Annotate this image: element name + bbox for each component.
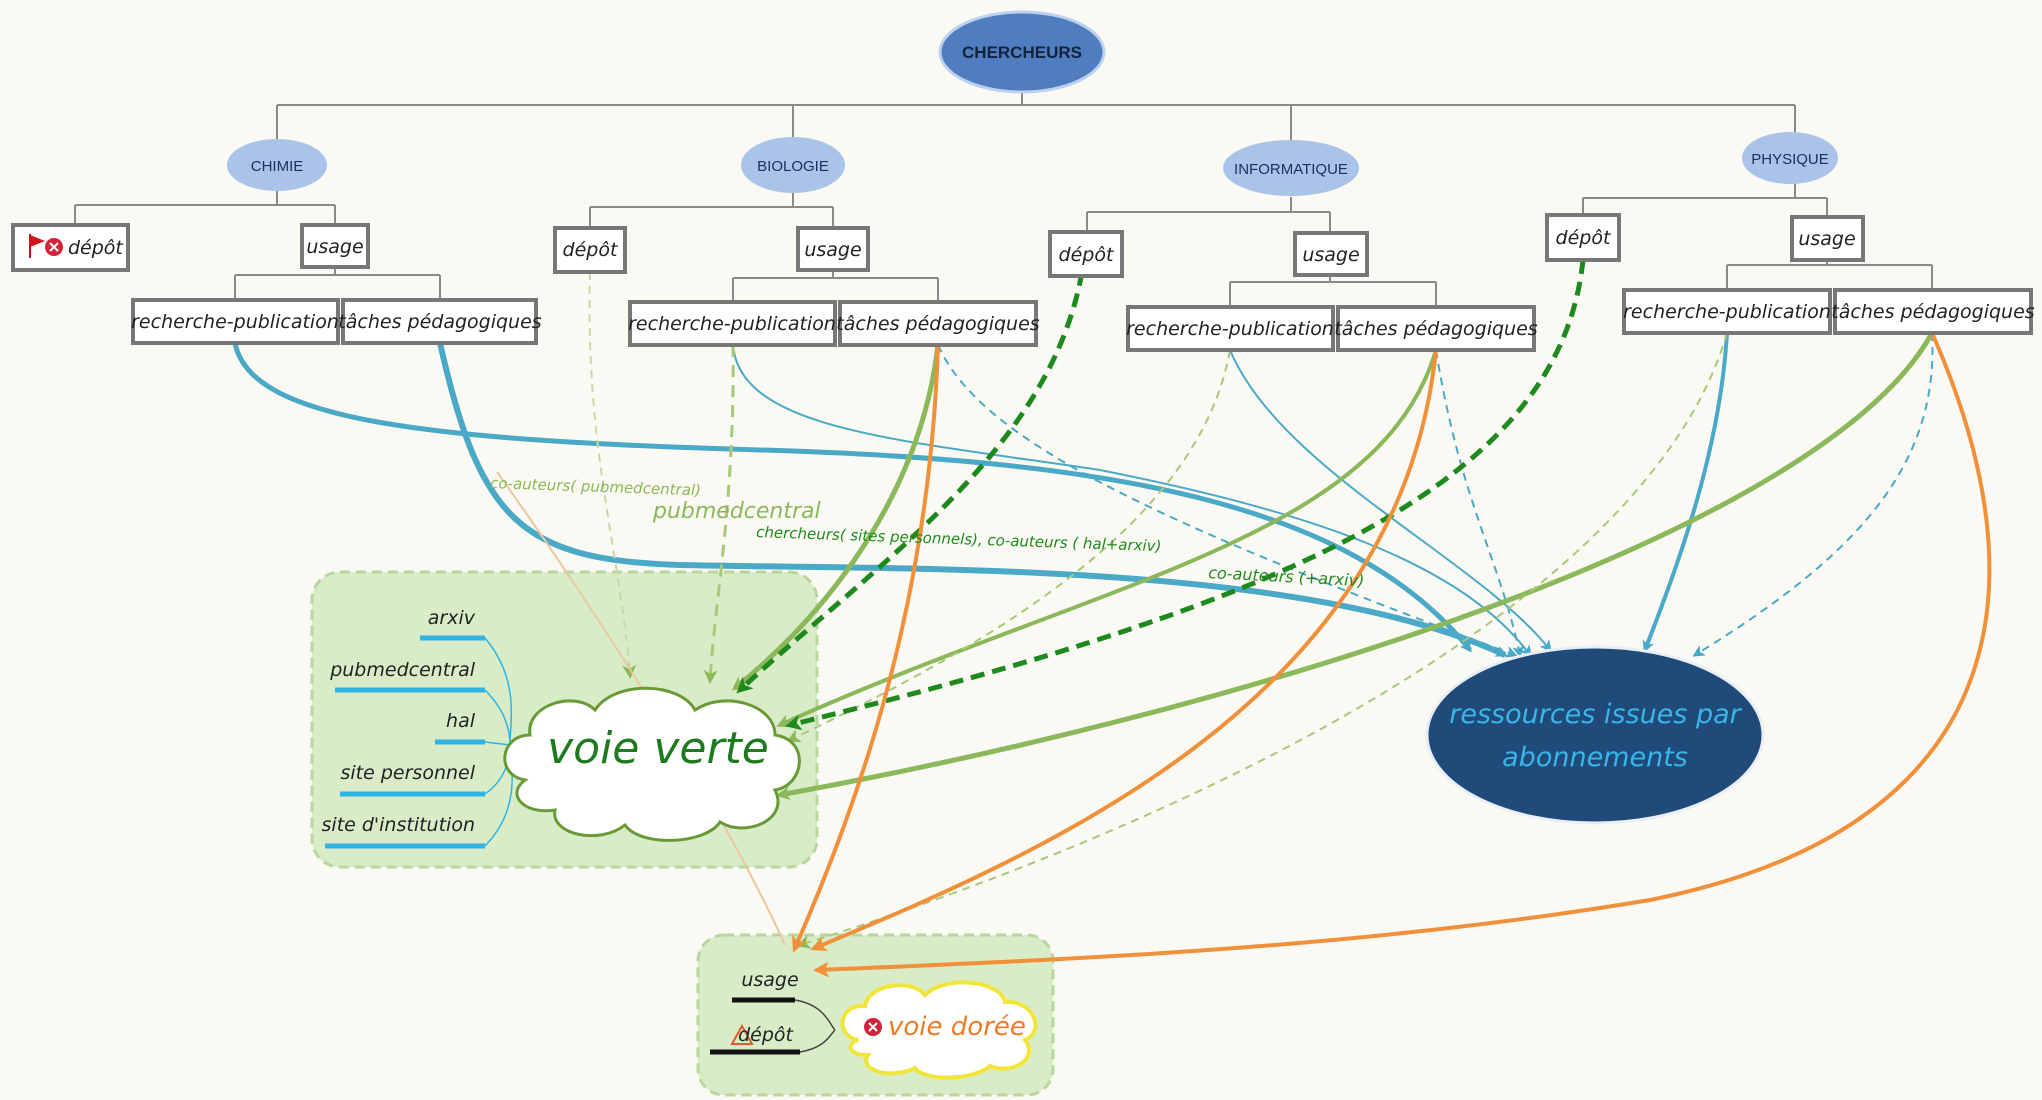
discipline-biologie[interactable]: BIOLOGIE — [741, 137, 845, 193]
ressources-node[interactable]: ressources issues par abonnements — [1425, 645, 1765, 825]
discipline-physique[interactable]: PHYSIQUE — [1742, 132, 1838, 184]
chimie-recherche-box[interactable]: recherche-publication — [131, 298, 340, 345]
voie-verte-item-hal: hal — [435, 710, 485, 745]
discipline-informatique[interactable]: INFORMATIQUE — [1223, 140, 1359, 196]
voie-verte-item-site-personnel: site personnel — [340, 762, 485, 797]
physique-depot-box[interactable]: dépôt — [1545, 213, 1621, 262]
voie-verte-item-pubmedcentral: pubmedcentral — [329, 659, 485, 693]
chimie-taches-label: tâches pédagogiques — [338, 311, 541, 333]
voie-verte-list: arxiv pubmedcentral hal site personnel s… — [322, 607, 513, 849]
close-circle-icon — [45, 238, 63, 256]
discipline-chimie[interactable]: CHIMIE — [227, 139, 327, 191]
biologie-depot-box[interactable]: dépôt — [553, 226, 627, 274]
label-chercheurs-sites: chercheurs( sites personnels), co-auteur… — [756, 523, 1162, 555]
voie-doree-usage: usage — [741, 969, 798, 991]
biologie-recherche-box[interactable]: recherche-publication — [628, 300, 837, 347]
flag-icon — [29, 234, 45, 258]
svg-text:site personnel: site personnel — [341, 762, 476, 784]
chimie-recherche-label: recherche-publication — [131, 311, 339, 333]
svg-text:site d'institution: site d'institution — [322, 814, 475, 836]
close-circle-icon — [864, 1018, 882, 1036]
voie-verte-cloud[interactable]: voie verte — [503, 686, 801, 842]
chimie-label: CHIMIE — [251, 158, 304, 175]
biologie-taches-label: tâches pédagogiques — [836, 313, 1039, 335]
informatique-label: INFORMATIQUE — [1234, 161, 1348, 178]
physique-taches-label: tâches pédagogiques — [1831, 301, 2034, 323]
root-label: CHERCHEURS — [962, 43, 1082, 62]
edges — [232, 259, 1992, 978]
tree-connectors — [74, 90, 1933, 308]
informatique-depot-box[interactable]: dépôt — [1048, 230, 1124, 278]
informatique-usage-box[interactable]: usage — [1293, 231, 1369, 277]
informatique-taches-box[interactable]: tâches pédagogiques — [1334, 305, 1538, 352]
voie-doree-cloud[interactable]: voie dorée — [840, 980, 1038, 1080]
biologie-depot-label: dépôt — [563, 239, 619, 261]
ressources-line2: abonnements — [1502, 742, 1688, 773]
label-coauteurs-pubmed: co-auteurs( pubmedcentral) — [490, 474, 701, 499]
physique-usage-box[interactable]: usage — [1790, 215, 1865, 262]
biologie-usage-box[interactable]: usage — [796, 226, 870, 272]
informatique-depot-label: dépôt — [1059, 244, 1115, 266]
chimie-depot-box[interactable]: dépôt — [11, 223, 130, 272]
informatique-recherche-box[interactable]: recherche-publication — [1126, 305, 1335, 352]
chimie-usage-label: usage — [306, 236, 363, 258]
chimie-depot-label: dépôt — [68, 237, 124, 259]
biologie-recherche-label: recherche-publication — [628, 313, 836, 335]
informatique-usage-label: usage — [1302, 244, 1359, 266]
physique-depot-label: dépôt — [1556, 227, 1612, 249]
voie-verte-label: voie verte — [547, 723, 769, 774]
biologie-usage-label: usage — [804, 239, 861, 261]
physique-recherche-box[interactable]: recherche-publication — [1622, 288, 1832, 335]
ressources-line1: ressources issues par — [1449, 699, 1742, 730]
warning-triangle-icon — [730, 1023, 754, 1045]
voie-verte-item-site-institution: site d'institution — [322, 814, 485, 849]
physique-recherche-label: recherche-publication — [1623, 301, 1831, 323]
biologie-taches-box[interactable]: tâches pédagogiques — [836, 300, 1040, 347]
chimie-taches-box[interactable]: tâches pédagogiques — [338, 298, 542, 345]
voie-doree-list: usage dépôt — [710, 969, 836, 1055]
voie-verte-item-arxiv: arxiv — [420, 607, 485, 641]
voie-doree-depot: dépôt — [738, 1024, 794, 1046]
svg-text:arxiv: arxiv — [428, 607, 476, 629]
label-pubmedcentral: pubmedcentral — [652, 499, 821, 524]
biologie-label: BIOLOGIE — [757, 158, 829, 175]
physique-label: PHYSIQUE — [1751, 151, 1829, 168]
physique-usage-label: usage — [1798, 228, 1855, 250]
root-node[interactable]: CHERCHEURS — [938, 10, 1106, 94]
chimie-usage-box[interactable]: usage — [300, 223, 370, 269]
svg-text:hal: hal — [446, 710, 476, 732]
physique-taches-box[interactable]: tâches pédagogiques — [1831, 288, 2035, 335]
voie-doree-label: voie dorée — [888, 1012, 1026, 1042]
informatique-recherche-label: recherche-publication — [1126, 318, 1334, 340]
informatique-taches-label: tâches pédagogiques — [1334, 318, 1537, 340]
svg-text:pubmedcentral: pubmedcentral — [329, 659, 476, 681]
